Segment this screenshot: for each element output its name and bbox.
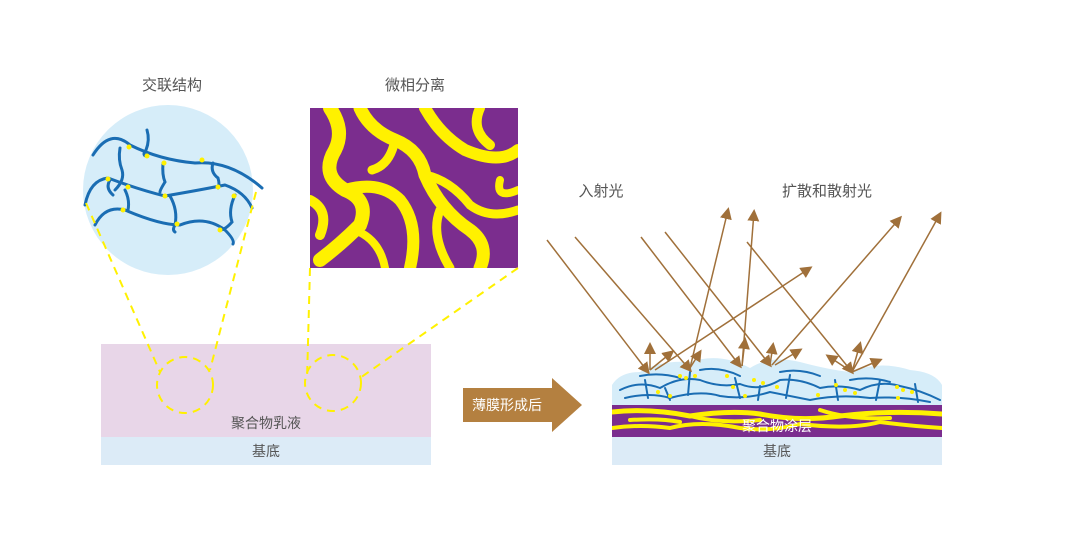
crosslink-structure-circle xyxy=(83,105,264,275)
arrow-label: 薄膜形成后 xyxy=(472,398,542,414)
emulsion-label: 聚合物乳液 xyxy=(231,416,301,432)
coating-label: 聚合物涂层 xyxy=(742,419,812,435)
microphase-title: 微相分离 xyxy=(385,76,445,94)
substrate-right-label: 基底 xyxy=(763,443,791,460)
polymer-emulsion-layer xyxy=(101,344,431,437)
crosslink-title: 交联结构 xyxy=(142,76,202,94)
substrate-right xyxy=(612,437,942,465)
substrate-left-label: 基底 xyxy=(252,443,280,460)
substrate-left xyxy=(101,437,431,465)
film-formation-arrow: 薄膜形成后 xyxy=(463,378,582,432)
scattered-light-label: 扩散和散射光 xyxy=(782,182,872,200)
coating-structure: 聚合物涂层 基底 xyxy=(612,358,942,465)
zoom-guides xyxy=(85,191,519,414)
microphase-separation-image xyxy=(310,108,518,268)
light-rays xyxy=(546,207,942,375)
incident-light-label: 入射光 xyxy=(578,182,623,200)
